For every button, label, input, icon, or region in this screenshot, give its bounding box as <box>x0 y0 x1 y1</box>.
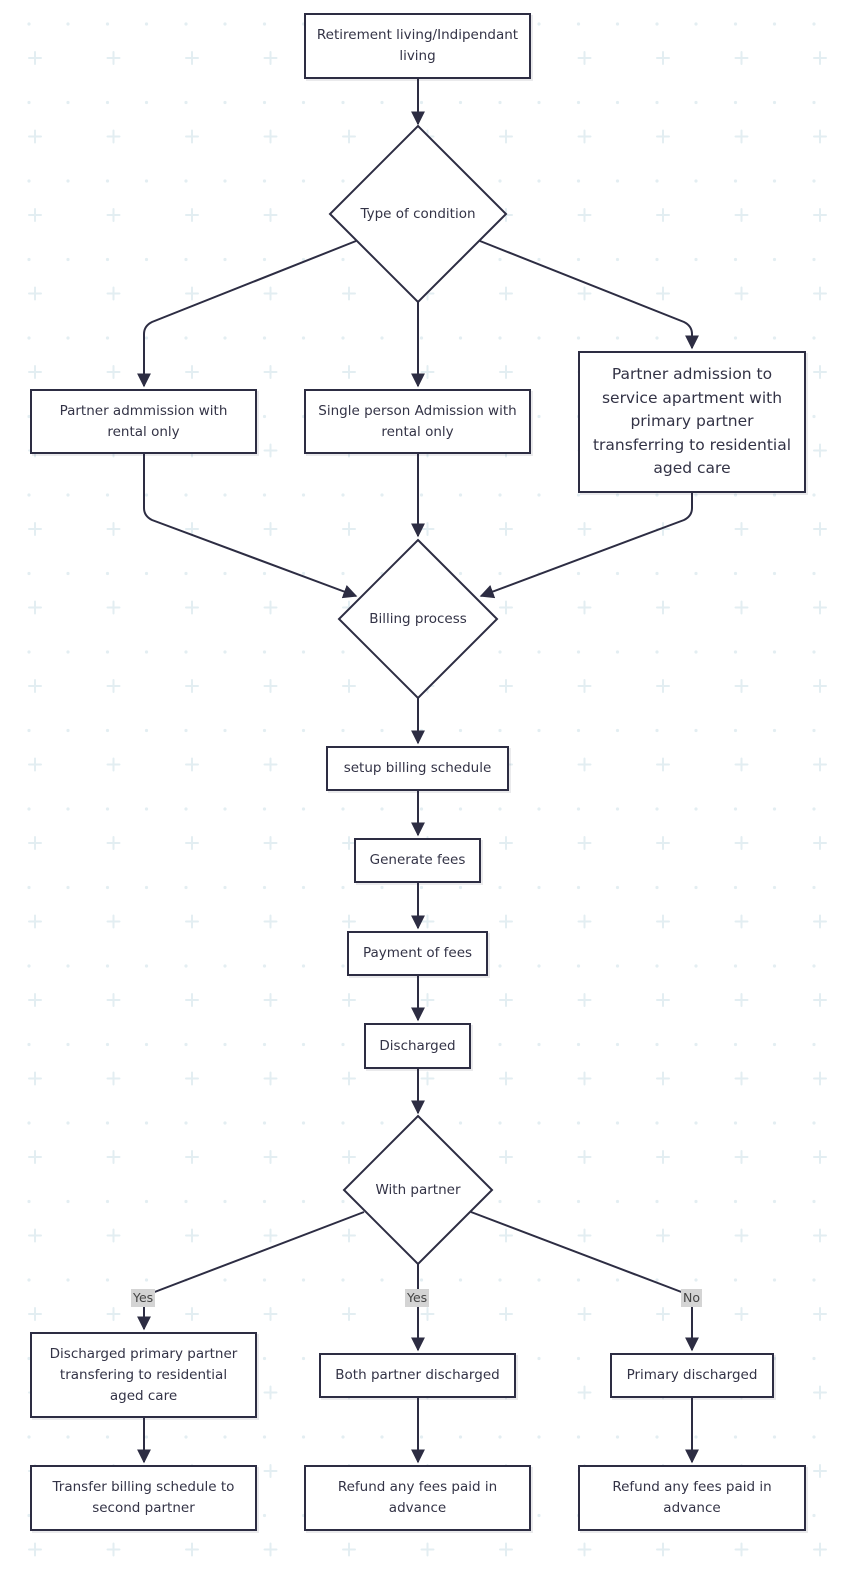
edge-label-no-right: No <box>681 1289 702 1307</box>
node-partner-admission-rental: Partner admmission with rental only <box>30 389 257 454</box>
decision-billing-process-shape <box>337 538 499 700</box>
node-retirement-living: Retirement living/Indipendant living <box>304 13 531 79</box>
node-refund-middle: Refund any fees paid in advance <box>304 1465 531 1531</box>
edge-label-yes-left: Yes <box>131 1289 156 1307</box>
node-discharged: Discharged <box>364 1023 471 1069</box>
node-partner-service-apartment: Partner admission to service apartment w… <box>578 351 806 493</box>
edge-type-to-partner-rental <box>137 240 357 388</box>
decision-type-of-condition-shape <box>328 124 508 304</box>
decision-with-partner-label: With partner <box>375 1182 461 1198</box>
edge-partner-service-to-billing <box>479 493 693 599</box>
edge-type-to-partner-service <box>479 240 699 350</box>
edge-with-partner-no-right <box>470 1211 699 1352</box>
node-primary-discharged: Primary discharged <box>610 1353 774 1398</box>
decision-billing-process-label: Billing process <box>369 611 467 627</box>
node-both-partner-discharged: Both partner discharged <box>319 1353 516 1398</box>
node-transfer-billing-schedule: Transfer billing schedule to second part… <box>30 1465 257 1531</box>
node-payment-of-fees: Payment of fees <box>347 931 488 976</box>
edge-with-partner-yes-left <box>137 1211 365 1331</box>
decision-type-of-condition-label: Type of condition <box>360 206 476 222</box>
node-setup-billing-schedule: setup billing schedule <box>326 746 509 791</box>
node-discharged-primary-transfer: Discharged primary partner transfering t… <box>30 1332 257 1418</box>
edge-partner-rental-to-billing <box>143 454 358 599</box>
node-generate-fees: Generate fees <box>354 838 481 883</box>
node-refund-right: Refund any fees paid in advance <box>578 1465 806 1531</box>
decision-with-partner-shape <box>342 1114 494 1266</box>
edge-label-yes-middle: Yes <box>405 1289 430 1307</box>
node-single-person-admission: Single person Admission with rental only <box>304 389 531 454</box>
